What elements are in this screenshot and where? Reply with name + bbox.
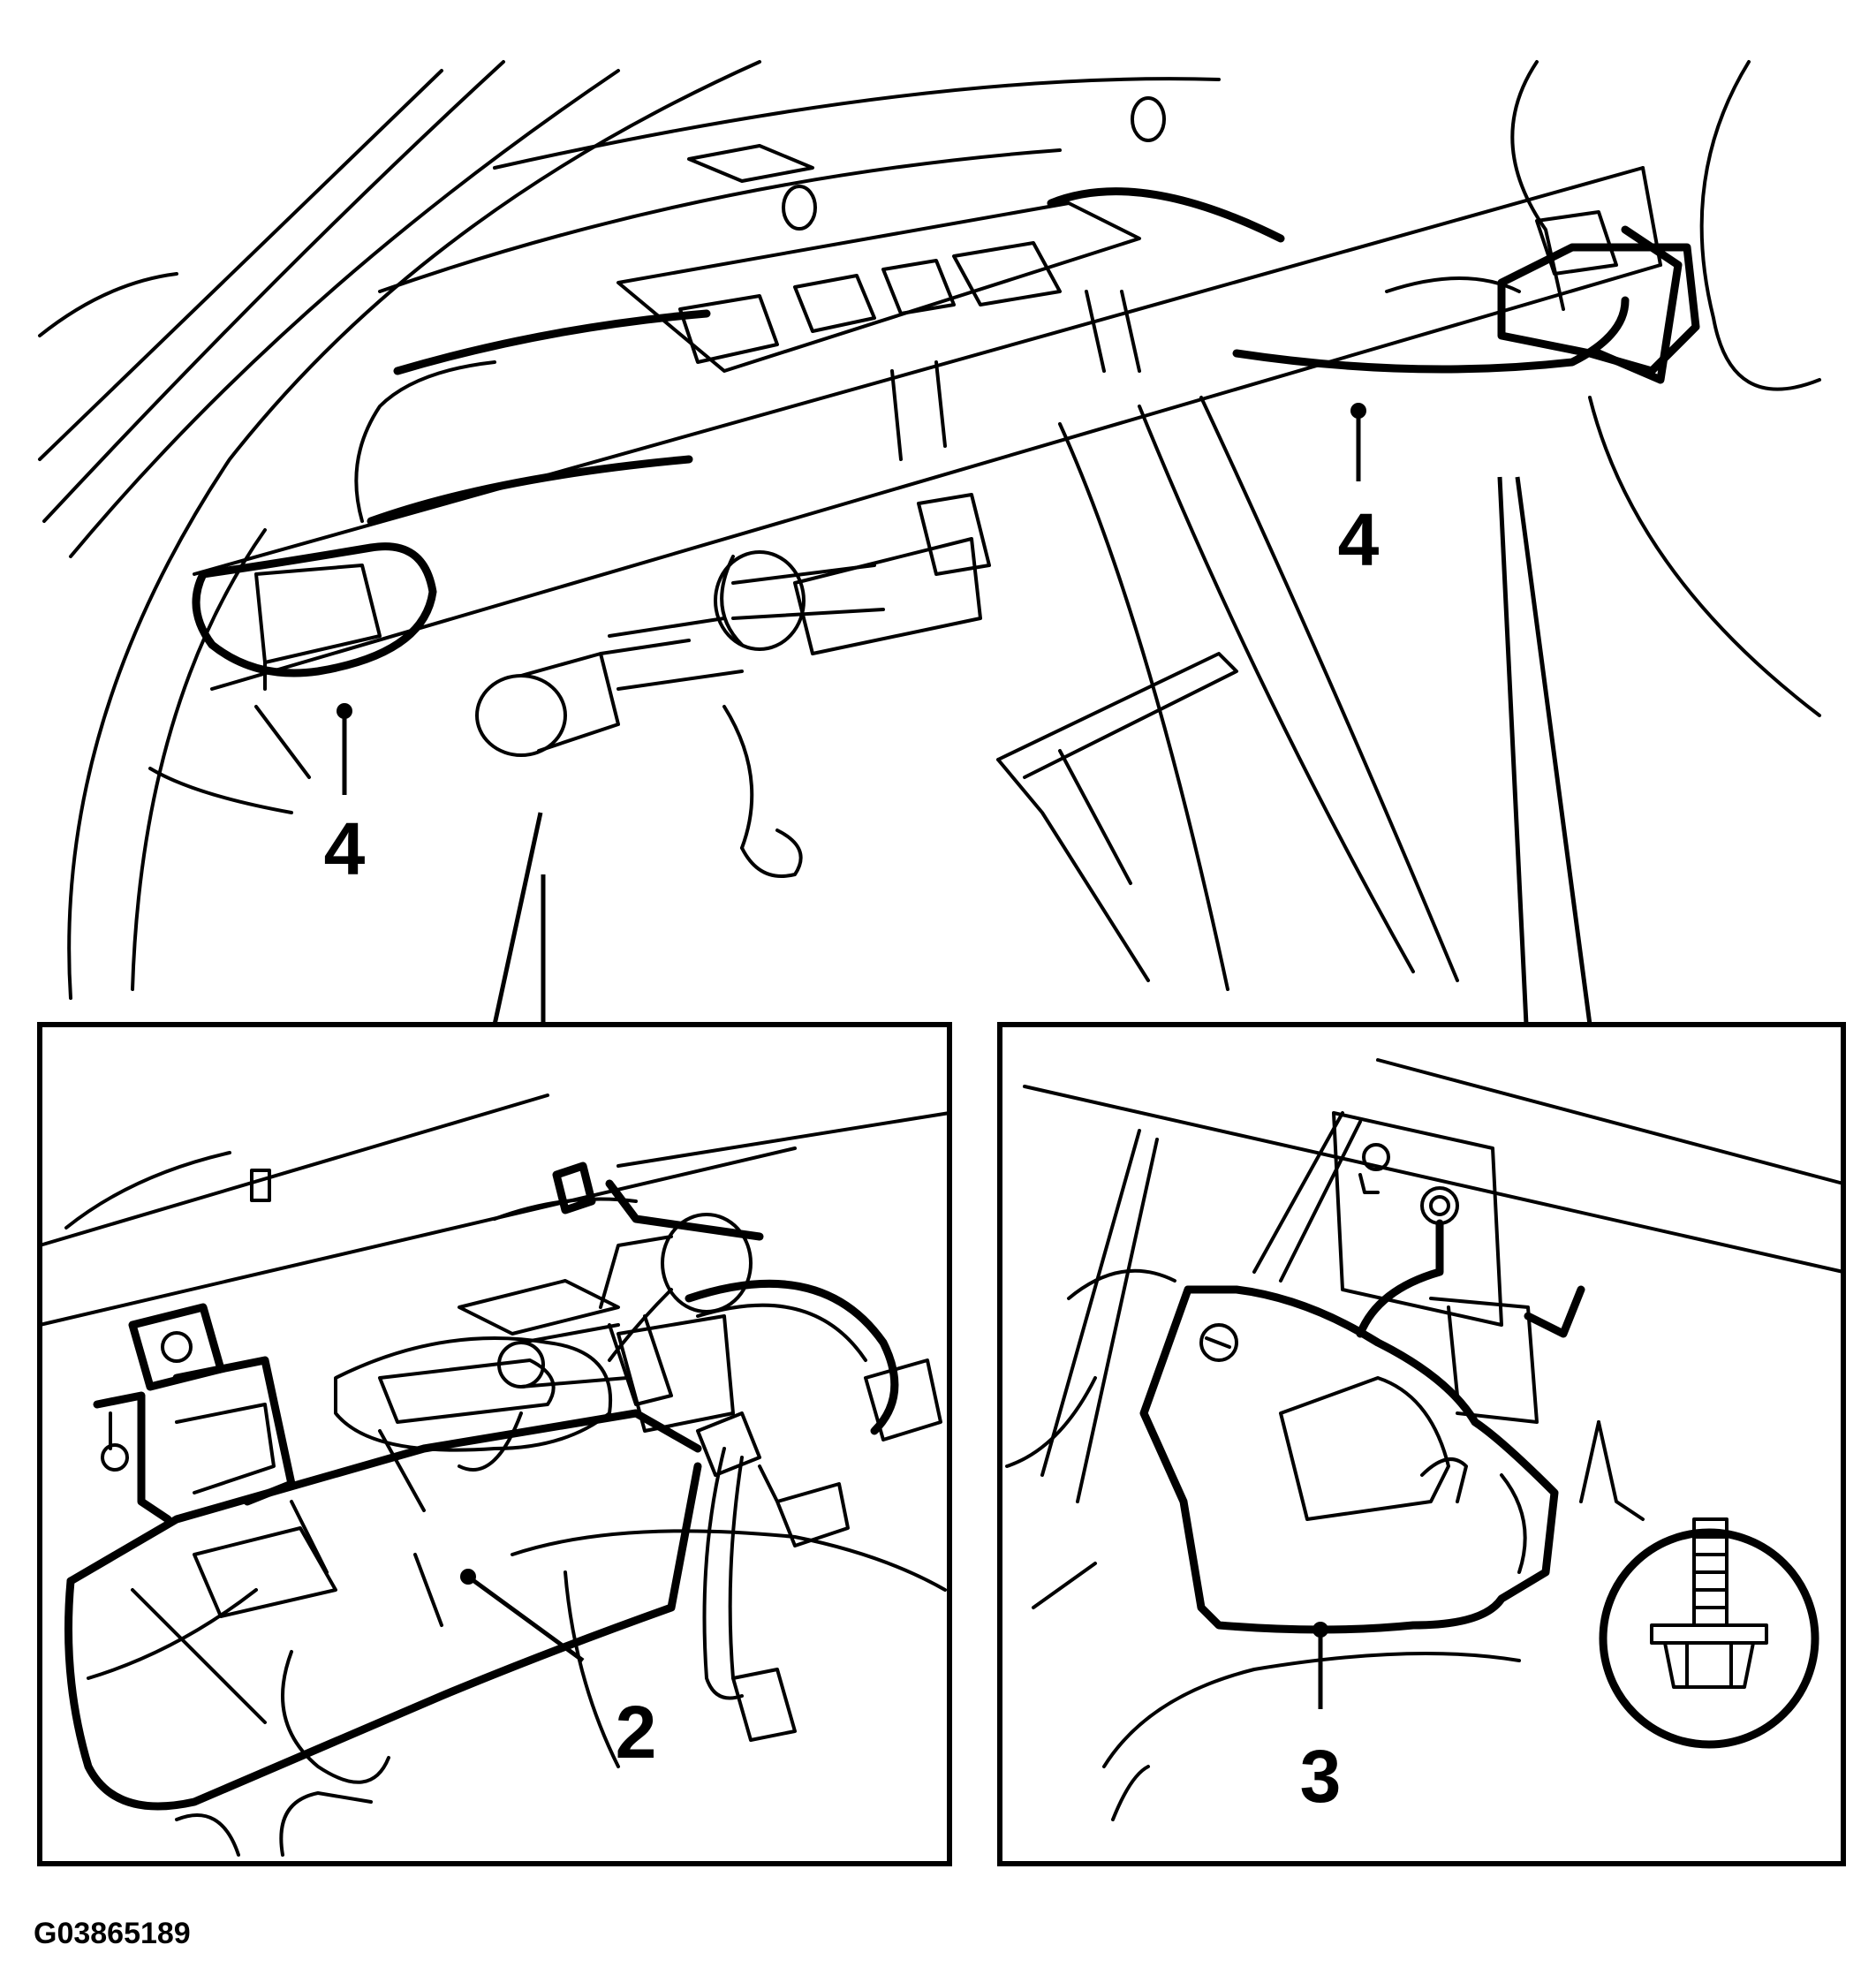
leader-2 (466, 1574, 585, 1663)
callout-4-left: 4 (324, 807, 366, 890)
callout-3: 3 (1300, 1735, 1342, 1818)
callout-2: 2 (616, 1691, 657, 1774)
main-view: 4 4 (38, 60, 1821, 1025)
figure-id: G03865189 (34, 1917, 191, 1950)
inset-left: 2 (37, 1022, 952, 1866)
callout-4-right: 4 (1338, 498, 1380, 581)
inset-right: 3 (997, 1022, 1846, 1866)
